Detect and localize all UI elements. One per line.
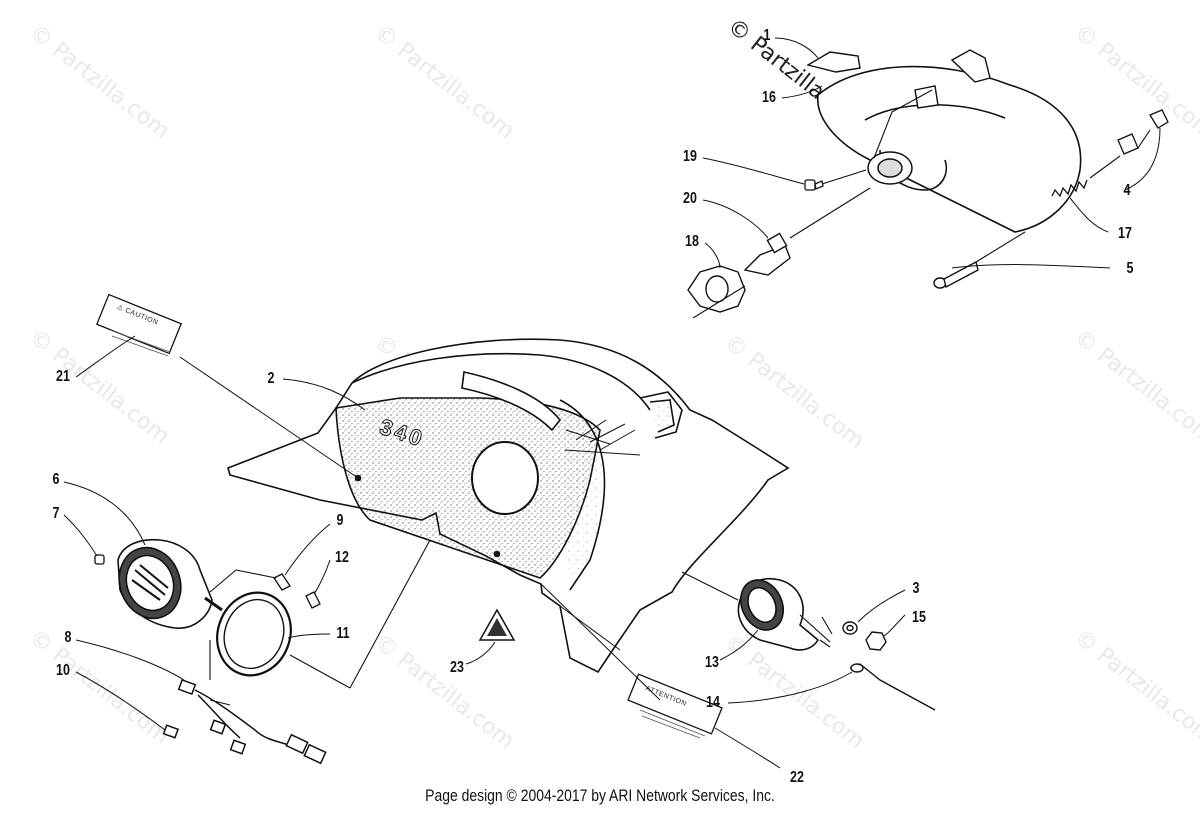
indicator-lamp: [737, 578, 820, 651]
callout-16: 16: [762, 89, 776, 106]
callout-leaders: [63, 37, 1161, 769]
callout-8: 8: [64, 629, 72, 646]
callout-22: 22: [790, 769, 804, 786]
callout-7: 7: [52, 505, 60, 522]
grommet: [273, 573, 321, 609]
callout-20: 20: [683, 190, 697, 207]
gauge-bezel: [216, 591, 292, 677]
caution-decal: ⚠ CAUTION: [95, 293, 183, 357]
callout-15: 15: [912, 609, 926, 626]
callout-3: 3: [912, 580, 920, 597]
callout-4: 4: [1123, 182, 1131, 199]
leader-lines-headlight: [692, 89, 1151, 319]
attention-decal: ATTENTION: [627, 673, 723, 739]
headlight-housing: [817, 65, 1082, 233]
callout-5: 5: [1126, 260, 1134, 277]
callout-9: 9: [336, 512, 344, 529]
nut: [865, 631, 887, 651]
cable: [849, 663, 936, 711]
clip: [1117, 109, 1169, 155]
warning-triangle-decal: [478, 608, 516, 641]
bulb: [743, 232, 791, 276]
callout-12: 12: [335, 549, 349, 566]
callout-18: 18: [685, 233, 699, 250]
callout-13: 13: [705, 654, 719, 671]
hood-panel: [227, 338, 790, 674]
callout-21: 21: [56, 368, 70, 385]
screw-small: [804, 179, 824, 191]
callout-11: 11: [336, 625, 350, 642]
copyright-footer: Page design © 2004-2017 by ARI Network S…: [425, 786, 775, 805]
callout-14: 14: [706, 694, 720, 711]
callout-6: 6: [52, 471, 60, 488]
leader-lines-gauge: [209, 539, 431, 706]
callout-23: 23: [450, 659, 464, 676]
callout-1: 1: [763, 27, 771, 44]
adjusting-screw: [933, 260, 979, 289]
leader-lines-lamp: [681, 571, 833, 648]
gauge-body: [117, 538, 223, 629]
bulb-socket: [867, 151, 913, 185]
lamp-nut: [687, 265, 746, 313]
callout-2: 2: [267, 370, 275, 387]
small-screw: [94, 554, 105, 565]
callout-19: 19: [683, 148, 697, 165]
callout-17: 17: [1118, 225, 1132, 242]
callout-10: 10: [56, 662, 70, 679]
spring: [1051, 179, 1088, 198]
headlight-bracket: [806, 49, 991, 109]
washer: [842, 621, 858, 635]
wiring-harness: [162, 678, 327, 765]
